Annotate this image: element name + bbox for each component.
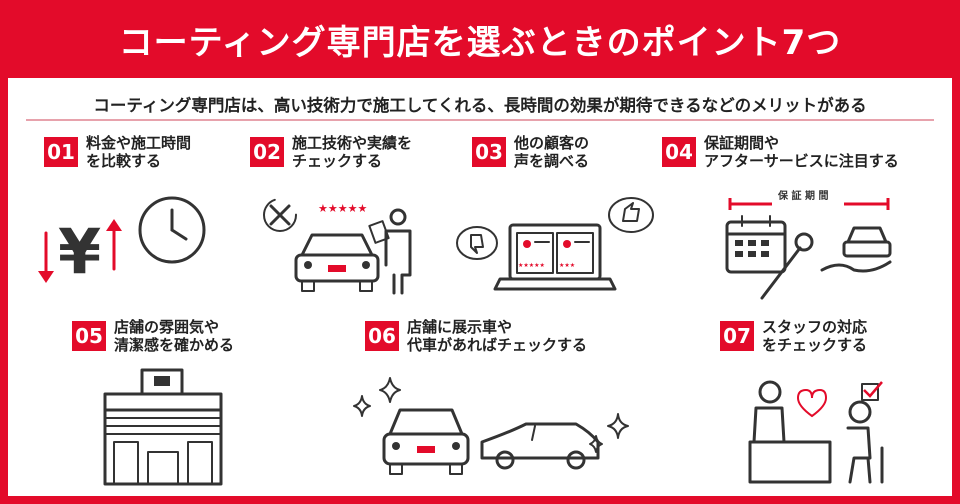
review-stars-left: ★★★★★	[518, 262, 545, 269]
point-line-1: 店舗に展示車や	[407, 318, 513, 336]
point-text: 施工技術や実績を チェックする	[292, 134, 412, 170]
point-04: 04 保証期間や アフターサービスに注目する	[662, 134, 899, 170]
point-line-1: 保証期間や	[704, 134, 780, 152]
staff-person-icon	[752, 380, 786, 444]
point-number: 04	[662, 137, 696, 167]
car-front-icon	[294, 233, 380, 292]
storefront-illustration	[103, 368, 223, 486]
point-line-2: アフターサービスに注目する	[704, 152, 899, 170]
laptop-icon	[493, 223, 617, 291]
thumbs-up-bubble-icon	[608, 197, 654, 233]
point-number: 06	[365, 321, 399, 351]
arrow-down-icon	[38, 231, 54, 283]
warranty-illustration: 保 証 期 間	[725, 189, 892, 300]
subtitle-underline	[26, 119, 934, 121]
point-number: 07	[720, 321, 754, 351]
point-line-1: スタッフの対応	[762, 318, 868, 336]
hand-car-icon	[820, 226, 892, 273]
point-text: 店舗に展示車や 代車があればチェックする	[407, 318, 587, 354]
thumbs-down-bubble-icon	[456, 226, 498, 260]
point-text: 料金や施工時間 を比較する	[86, 134, 191, 170]
page-title: コーティング専門店を選ぶときのポイント7つ	[118, 22, 842, 63]
counter-desk-icon	[748, 440, 832, 484]
arrow-up-icon	[106, 219, 122, 271]
point-text: 他の顧客の 声を調べる	[514, 134, 589, 170]
sparkle-icon	[353, 377, 629, 453]
point-number: 02	[250, 137, 284, 167]
reviews-laptop-illustration: ★★★★★ ★★★	[456, 197, 654, 291]
point-number: 01	[44, 137, 78, 167]
display-cars-illustration	[353, 377, 629, 475]
point-line-1: 料金や施工時間	[86, 134, 192, 152]
point-06: 06 店舗に展示車や 代車があればチェックする	[365, 318, 587, 354]
staff-customer-illustration	[748, 380, 884, 484]
yen-icon: ¥	[58, 215, 101, 288]
warranty-period-bar	[728, 198, 890, 210]
point-02: 02 施工技術や実績を チェックする	[250, 134, 412, 170]
point-text: スタッフの対応 をチェックする	[762, 318, 867, 354]
store-building-icon	[103, 368, 223, 486]
point-text: 店舗の雰囲気や 清潔感を確かめる	[114, 318, 234, 354]
point-line-2: 代車があればチェックする	[407, 336, 588, 354]
point-line-2: を比較する	[86, 152, 162, 170]
point-01: 01 料金や施工時間 を比較する	[44, 134, 191, 170]
car-side-icon	[480, 422, 600, 470]
customer-person-icon	[846, 400, 884, 484]
header-banner: コーティング専門店を選ぶときのポイント7つ	[0, 0, 960, 78]
warranty-label: 保 証 期 間	[777, 189, 828, 202]
mechanic-person-icon	[368, 208, 412, 295]
point-line-2: チェックする	[292, 152, 383, 170]
subtitle: コーティング専門店は、高い技術力で施工してくれる、長時間の効果が期待できるなどの…	[93, 96, 867, 115]
car-front-icon	[382, 408, 470, 475]
point-number: 03	[472, 137, 506, 167]
point-07: 07 スタッフの対応 をチェックする	[720, 318, 867, 354]
star-rating-icon: ★★★★★	[318, 202, 367, 215]
tools-icon	[263, 198, 297, 232]
review-stars-right: ★★★	[559, 262, 575, 269]
point-line-1: 店舗の雰囲気や	[114, 318, 220, 336]
point-line-1: 他の顧客の	[514, 134, 590, 152]
wrench-icon	[760, 232, 814, 300]
point-line-2: 声を調べる	[514, 152, 590, 170]
point-number: 05	[72, 321, 106, 351]
point-line-1: 施工技術や実績を	[292, 134, 413, 152]
checkbox-icon	[861, 381, 883, 401]
mechanic-car-illustration: ★★★★★	[263, 198, 412, 295]
point-03: 03 他の顧客の 声を調べる	[472, 134, 589, 170]
point-text: 保証期間や アフターサービスに注目する	[704, 134, 899, 170]
point-line-2: 清潔感を確かめる	[114, 336, 235, 354]
heart-icon	[796, 388, 828, 418]
yen-clock-illustration: ¥	[38, 196, 206, 288]
calendar-icon	[725, 215, 787, 274]
point-line-2: をチェックする	[762, 336, 868, 354]
clock-icon	[138, 196, 206, 264]
point-05: 05 店舗の雰囲気や 清潔感を確かめる	[72, 318, 234, 354]
